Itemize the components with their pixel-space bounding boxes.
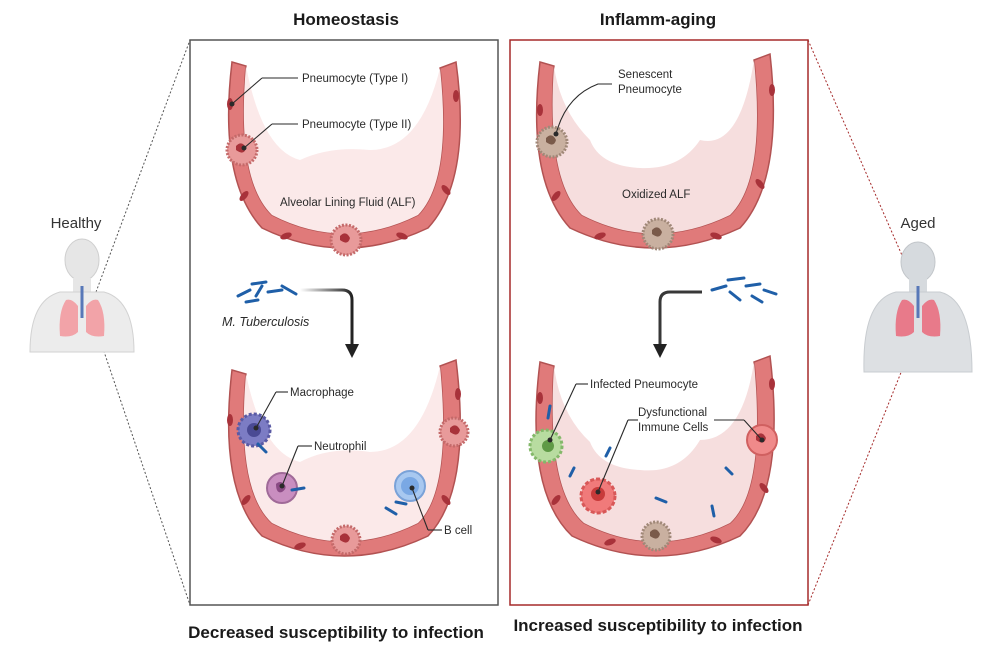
label-mtb: M. Tuberculosis <box>222 315 309 329</box>
title-homeostasis: Homeostasis <box>293 10 399 29</box>
label-dysfunctional: Dysfunctional <box>638 407 707 419</box>
label-b-cell: B cell <box>444 525 472 537</box>
infected-pneumocyte <box>528 428 564 464</box>
label-type1-pneumocyte: Pneumocyte (Type I) <box>302 73 408 85</box>
aged-left-lung-icon <box>895 299 914 337</box>
label-oxidized-alf: Oxidized ALF <box>622 189 690 201</box>
alveolus-homeostasis-top <box>225 60 461 257</box>
title-inflammaging: Inflamm-aging <box>600 10 716 29</box>
label-type2-pneumocyte: Pneumocyte (Type II) <box>302 119 411 131</box>
senescent-pneumocyte-bottom <box>641 217 675 251</box>
b-cell <box>394 470 426 502</box>
arrow-down-left <box>300 288 359 358</box>
aged-human-figure: Aged <box>863 215 973 373</box>
alveolus-inflammaging-bottom <box>528 354 778 557</box>
macrophage-cell <box>236 412 272 448</box>
right-lung-icon <box>86 299 105 337</box>
alveolus-inflammaging-top <box>535 52 775 251</box>
label-macrophage: Macrophage <box>290 387 354 399</box>
arrow-down-right <box>653 290 702 358</box>
aged-right-lung-icon <box>922 299 941 337</box>
projection-lines-left <box>95 39 191 606</box>
healthy-human-figure: Healthy <box>29 215 135 353</box>
label-infected-pneumocyte: Infected Pneumocyte <box>590 379 698 391</box>
footer-increased: Increased susceptibility to infection <box>513 616 802 635</box>
label-senescent: Senescent <box>618 69 673 81</box>
type2-pneumocyte <box>225 133 259 167</box>
label-neutrophil: Neutrophil <box>314 441 366 453</box>
type2-pneumocyte-right <box>438 416 470 448</box>
senescent-pneumocyte <box>535 125 569 159</box>
left-lung-icon <box>59 299 78 337</box>
senescent-pneumocyte-bottom-2 <box>640 520 672 552</box>
healthy-label: Healthy <box>51 215 102 232</box>
type2-pneumocyte-bottom-2 <box>330 524 362 556</box>
projection-lines-right <box>807 39 919 606</box>
mtb-bacteria-right <box>710 276 778 304</box>
dysfunctional-immune-cell <box>579 477 617 515</box>
mtb-bacteria-left <box>236 280 298 304</box>
homeostasis-panel <box>189 39 499 606</box>
type2-pneumocyte-bottom <box>329 223 363 257</box>
label-immune-cells: Immune Cells <box>638 422 709 434</box>
label-alf: Alveolar Lining Fluid (ALF) <box>280 197 416 209</box>
alveolus-homeostasis-bottom <box>227 358 470 557</box>
aged-label: Aged <box>900 215 935 232</box>
footer-decreased: Decreased susceptibility to infection <box>188 623 484 642</box>
label-senescent-pneumocyte: Pneumocyte <box>618 84 682 96</box>
inflammaging-panel <box>509 39 809 606</box>
